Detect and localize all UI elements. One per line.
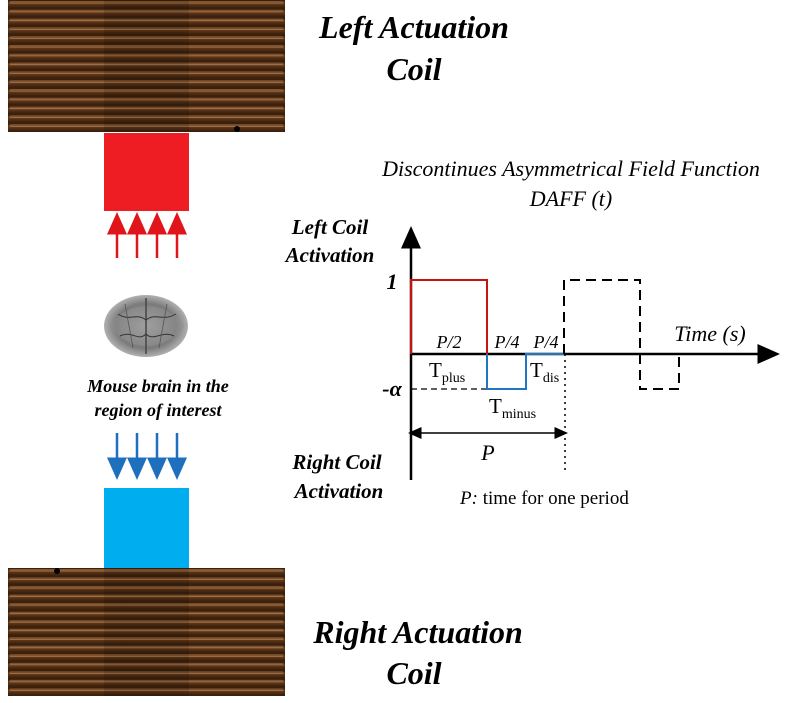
left-magnet-block [104, 133, 189, 211]
t-minus-label: Tminus [489, 394, 536, 422]
left-coil-label-line2: Coil [386, 51, 441, 87]
left-coil-dot [234, 126, 240, 132]
x-axis-label: Time (s) [674, 321, 746, 346]
t-dis-label: Tdis [530, 358, 559, 386]
left-coil-label-line1: Left Actuation [318, 9, 509, 45]
left-actuation-coil [8, 0, 285, 132]
right-field-arrows [107, 433, 187, 480]
coil-winding [8, 124, 285, 131]
mouse-brain-image [104, 295, 189, 357]
segment-label-quarter-a: P/4 [494, 332, 520, 352]
right-coil-core [104, 568, 189, 696]
y-axis-bottom-label-line2: Activation [293, 479, 384, 503]
coil-winding [8, 80, 285, 87]
period-label: P [480, 440, 494, 465]
segment-label-half: P/2 [436, 332, 462, 352]
period-note: P: time for one period [459, 488, 629, 509]
positive-pulse [410, 279, 488, 354]
right-coil-dot [54, 568, 60, 574]
graph-title-line1: Discontinues Asymmetrical Field Function [381, 156, 760, 181]
y-axis-bottom-label-line1: Right Coil [291, 450, 381, 474]
left-field-arrows [107, 212, 187, 258]
y-axis-top-label-line2: Activation [284, 243, 375, 267]
y-tick-low: -α [382, 376, 402, 401]
y-axis-top-label-line1: Left Coil [291, 215, 369, 239]
right-coil-label-line2: Coil [386, 655, 441, 691]
segment-label-quarter-b: P/4 [533, 332, 559, 352]
right-magnet-block [104, 488, 189, 568]
next-period-negative-dashed [639, 353, 716, 390]
right-actuation-coil [8, 568, 285, 696]
next-period-positive-dashed [563, 279, 641, 354]
left-coil-core [104, 0, 189, 132]
negative-pulse [486, 353, 564, 390]
brain-label-line2: region of interest [94, 400, 222, 420]
y-tick-high: 1 [387, 269, 398, 294]
right-coil-label-line1: Right Actuation [312, 614, 523, 650]
brain-label-line1: Mouse brain in the [86, 376, 229, 396]
graph-title-line2: DAFF (t) [529, 186, 612, 211]
t-plus-label: Tplus [429, 358, 465, 386]
